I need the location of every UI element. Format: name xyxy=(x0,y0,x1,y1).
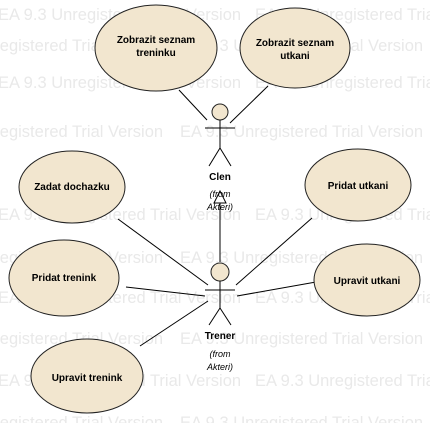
use-case-ellipse[interactable] xyxy=(239,7,351,89)
use-case-ellipse[interactable] xyxy=(30,338,144,414)
actor-leg xyxy=(208,147,221,167)
actor-trener[interactable]: Trener (from Akteri) xyxy=(205,262,236,372)
actor-name: Trener xyxy=(205,331,236,342)
use-case-label: treninku xyxy=(136,48,175,59)
use-case-label: Upravit utkani xyxy=(334,276,401,287)
actor-leg xyxy=(219,147,232,167)
association-line xyxy=(178,89,208,121)
watermark-text: EA 9.3 Unregistered Trial Version xyxy=(180,123,423,141)
use-case-ellipse[interactable] xyxy=(94,4,218,92)
use-case-zobrazit-seznam-treninku[interactable]: Zobrazit seznam treninku xyxy=(94,4,218,92)
actor-package-note: Akteri) xyxy=(206,362,233,372)
use-case-label: Pridat trenink xyxy=(32,273,97,284)
associations xyxy=(117,85,317,347)
use-case-ellipse[interactable] xyxy=(304,148,412,222)
association-line xyxy=(117,218,209,286)
use-case-label: Upravit trenink xyxy=(52,373,123,384)
actor-name: Clen xyxy=(209,172,231,183)
use-case-label: Pridat utkani xyxy=(328,181,389,192)
actor-head[interactable] xyxy=(211,103,229,121)
actor-leg xyxy=(219,307,232,326)
association-line xyxy=(235,217,313,286)
actor-package-note: Akteri) xyxy=(206,202,233,212)
association-line xyxy=(125,286,206,297)
use-case-zadat-dochazku[interactable]: Zadat dochazku xyxy=(18,150,126,224)
association-line xyxy=(236,281,317,297)
watermark-text: EA 9.3 Unregistered Trial Version xyxy=(180,330,423,348)
use-case-label: Zadat dochazku xyxy=(34,182,110,193)
watermark-text: EA 9.3 Unregistered Trial Version xyxy=(0,414,163,423)
actor-leg xyxy=(208,307,221,326)
generalization-arrowhead xyxy=(213,189,227,204)
association-line xyxy=(139,300,209,347)
use-case-upravit-utkani[interactable]: Upravit utkani xyxy=(313,243,421,317)
use-case-upravit-trenink[interactable]: Upravit trenink xyxy=(30,338,144,414)
use-case-pridat-utkani[interactable]: Pridat utkani xyxy=(304,148,412,222)
actor-clen[interactable]: Clen (from Akteri) xyxy=(205,103,235,212)
use-case-ellipse[interactable] xyxy=(18,150,126,224)
watermark-text: EA 9.3 Unregistered Trial Version xyxy=(0,123,163,141)
use-case-label: Zobrazit seznam xyxy=(117,35,195,46)
use-case-label: utkani xyxy=(280,51,310,62)
actor-head[interactable] xyxy=(210,262,230,282)
association-line xyxy=(229,85,269,124)
use-case-zobrazit-seznam-utkani[interactable]: Zobrazit seznam utkani xyxy=(239,7,351,89)
generalization-trener-to-clen xyxy=(213,189,227,262)
use-case-pridat-trenink[interactable]: Pridat trenink xyxy=(8,239,120,317)
use-case-ellipse[interactable] xyxy=(313,243,421,317)
use-case-label: Zobrazit seznam xyxy=(256,38,334,49)
actor-package-note: (from xyxy=(210,349,232,359)
actor-package-note: (from xyxy=(210,189,232,199)
watermark-text: EA 9.3 Unregistered Trial Version xyxy=(255,372,430,390)
watermark-text: EA 9.3 Unregistered Trial Version xyxy=(180,414,423,423)
use-case-ellipse[interactable] xyxy=(8,239,120,317)
